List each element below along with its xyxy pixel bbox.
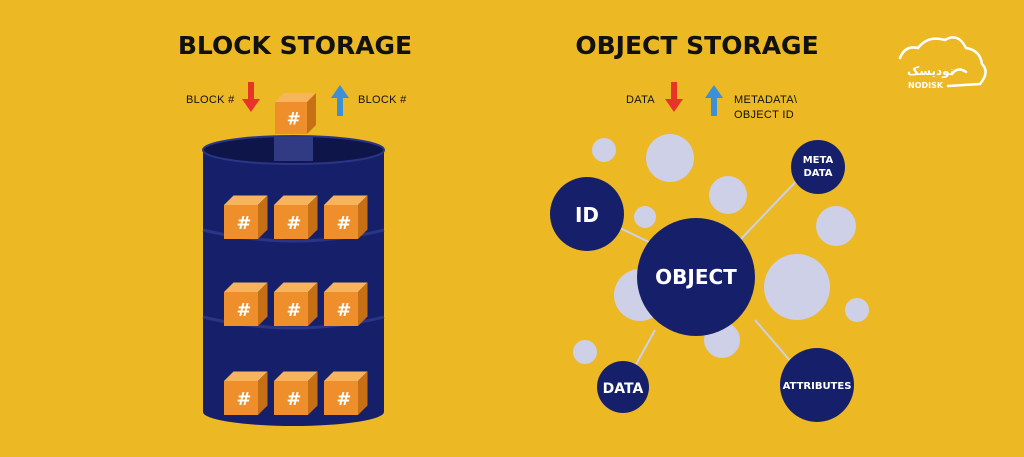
block-hash-label: # [286,214,301,234]
object-storage-title: OBJECT STORAGE [575,31,818,60]
block-storage-title: BLOCK STORAGE [178,31,412,60]
stored-block-cube: # [224,282,268,326]
object-out-label-line2: OBJECT ID [734,109,794,121]
block-hash-label: # [286,301,301,321]
block-in-label: BLOCK # [186,94,235,106]
node-attributes: ATTRIBUTES [780,348,854,422]
stored-block-cube: # [274,195,318,239]
stored-block-cube: # [274,282,318,326]
block-hash-label: # [286,390,301,410]
node-id-label: ID [575,203,599,227]
node-object-label: OBJECT [655,265,737,289]
arrow-up-icon [331,85,349,116]
node-object: OBJECT [637,218,755,336]
node-id: ID [550,177,624,251]
block-hash-label: # [287,109,301,128]
node-meta-label-line1: META [803,155,834,166]
block-hash-label: # [336,301,351,321]
stored-block-cube: # [274,371,318,415]
block-hash-label: # [336,214,351,234]
stored-block-cube: # [324,195,368,239]
arrow-up-icon [705,85,723,116]
logo-text-fa: نودیسک [907,64,954,79]
stored-block-cube: # [224,371,268,415]
block-out-label: BLOCK # [358,94,407,106]
nodisk-logo: نودیسک NODISK [898,36,987,90]
cloud-icon [898,36,987,88]
object-in-label: DATA [626,94,655,106]
storage-cylinder [202,135,385,426]
block-hash-label: # [236,214,251,234]
node-data-label: DATA [603,381,644,397]
node-meta-data: META DATA [791,140,845,194]
block-hash-label: # [236,390,251,410]
block-cubes: # # # # # # # # # # [224,93,368,415]
block-storage-section: BLOCK STORAGE BLOCK # BLOCK # # # # # # # # # # # [178,31,412,426]
node-data: DATA [597,361,649,413]
stored-block-cube: # [324,371,368,415]
node-attributes-label: ATTRIBUTES [783,381,852,392]
incoming-block-cube: # [275,93,316,134]
object-out-label-line1: METADATA\ [734,94,798,106]
object-storage-section: OBJECT STORAGE DATA METADATA\ OBJECT ID [550,31,869,422]
logo-text-en: NODISK [908,81,944,90]
block-hash-label: # [236,301,251,321]
arrow-down-icon [665,82,683,112]
stored-block-cube: # [324,282,368,326]
block-hash-label: # [336,390,351,410]
stored-block-cube: # [224,195,268,239]
arrow-down-icon [242,82,260,112]
node-meta-label-line2: DATA [803,168,832,179]
